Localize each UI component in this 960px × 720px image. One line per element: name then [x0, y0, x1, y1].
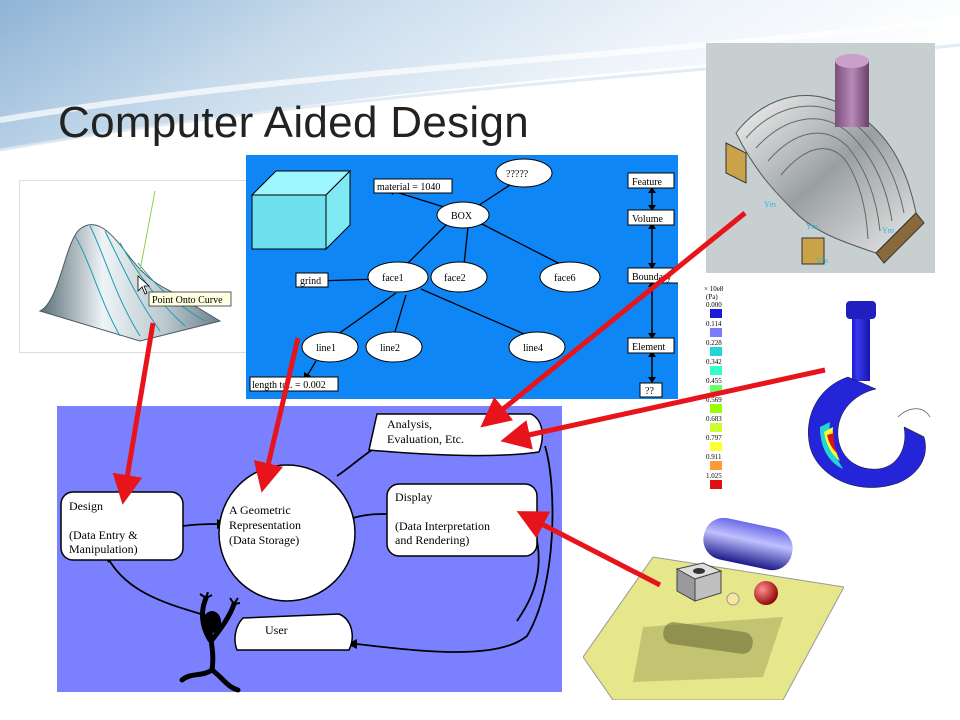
hook-fea-panel: × 10e8 (Pa) 0.000 0.114 0.228 0.342 0.455 0.5…	[698, 277, 934, 505]
scale-swatch	[710, 404, 722, 413]
scale-value: 0.342	[706, 358, 722, 366]
tooltip-text: Point Onto Curve	[152, 295, 223, 306]
svg-text:User: User	[265, 623, 288, 637]
mold-machining-panel: Ym Ym Ym Ym	[706, 43, 935, 273]
scale-swatch	[710, 480, 722, 489]
svg-text:line4: line4	[523, 343, 543, 354]
scale-value: 0.000	[706, 301, 722, 309]
scale-swatch	[710, 309, 722, 318]
node-line2: line2	[365, 331, 423, 363]
scale-value: 0.911	[706, 453, 722, 461]
svg-text:material = 1040: material = 1040	[377, 182, 440, 193]
svg-text:and Rendering): and Rendering)	[395, 533, 469, 547]
scale-value: 0.455	[706, 377, 722, 385]
svg-text:face2: face2	[444, 273, 466, 284]
design-box: Design (Data Entry & Manipulation)	[60, 491, 184, 561]
hierarchy-unknown: ??	[645, 386, 654, 397]
scale-header: × 10e8	[704, 285, 724, 293]
node-face2: face2	[430, 261, 488, 293]
hierarchy-volume: Volume	[632, 214, 663, 225]
node-face1: face1	[367, 261, 429, 293]
display-box: Display (Data Interpretation and Renderi…	[386, 483, 538, 557]
feature-tree-diagram: material = 1040 ????? BOX grind face1 fa…	[249, 158, 678, 398]
hierarchy-feature: Feature	[632, 177, 663, 188]
surface-model-image: Point Onto Curve	[38, 190, 232, 342]
feature-tree-panel: material = 1040 ????? BOX grind face1 fa…	[246, 155, 678, 399]
scale-value: 0.569	[706, 396, 722, 404]
svg-text:Analysis,: Analysis,	[387, 417, 432, 431]
node-line1: line1	[301, 331, 359, 363]
geometric-representation-circle: A Geometric Representation (Data Storage…	[218, 464, 356, 602]
svg-text:Manipulation): Manipulation)	[69, 542, 138, 556]
scale-unit: (Pa)	[706, 293, 718, 301]
node-grind: grind	[295, 272, 329, 288]
user-figure-icon	[179, 592, 241, 693]
svg-text:Design: Design	[69, 499, 103, 513]
svg-text:Evaluation, Etc.: Evaluation, Etc.	[387, 432, 464, 446]
user-box: User	[234, 613, 353, 651]
hierarchy-element: Element	[632, 342, 666, 353]
svg-text:(Data Interpretation: (Data Interpretation	[395, 519, 490, 533]
svg-text:grind: grind	[300, 276, 321, 287]
stress-color-scale: 0.000 0.114 0.228 0.342 0.455 0.569 0.683 0.797…	[706, 301, 722, 489]
axis-label: Ym	[882, 226, 895, 235]
scale-swatch	[710, 366, 722, 375]
rendered-scene-image	[583, 517, 844, 700]
node-unknown: ?????	[495, 158, 553, 188]
hierarchy-boundary: Boundary	[632, 272, 671, 283]
axis-label: Ym	[806, 222, 819, 231]
node-length: length tol. = 0.002	[249, 376, 339, 392]
slide-title: Computer Aided Design	[58, 98, 530, 147]
node-material: material = 1040	[373, 178, 453, 194]
scale-swatch	[710, 461, 722, 470]
cad-flow-diagram: Design (Data Entry & Manipulation) A Geo…	[60, 413, 554, 653]
svg-text:Representation: Representation	[229, 518, 301, 532]
mold-machining-image: Ym Ym Ym Ym	[706, 43, 935, 273]
scale-value: 1.025	[706, 472, 722, 480]
scale-value: 0.797	[706, 434, 722, 442]
box-3d-icon	[250, 169, 352, 251]
rendering-panel	[583, 507, 844, 700]
svg-text:(Data Entry &: (Data Entry &	[69, 528, 138, 542]
scale-swatch	[710, 347, 722, 356]
node-line4: line4	[508, 331, 566, 363]
axis-label: Ym	[764, 200, 777, 209]
scale-value: 0.683	[706, 415, 722, 423]
scale-value: 0.228	[706, 339, 722, 347]
svg-text:(Data Storage): (Data Storage)	[229, 533, 299, 547]
surface-model-panel: Point Onto Curve	[19, 180, 247, 353]
svg-text:?????: ?????	[506, 169, 529, 180]
scale-value: 0.114	[706, 320, 722, 328]
scale-swatch	[710, 328, 722, 337]
node-box: BOX	[436, 201, 490, 229]
scale-swatch	[710, 442, 722, 451]
svg-text:A Geometric: A Geometric	[229, 503, 291, 517]
svg-text:face6: face6	[554, 273, 576, 284]
analysis-box: Analysis, Evaluation, Etc.	[368, 413, 544, 457]
cad-flow-panel: Design (Data Entry & Manipulation) A Geo…	[57, 406, 562, 692]
svg-text:face1: face1	[382, 273, 404, 284]
svg-text:BOX: BOX	[451, 211, 473, 222]
svg-text:Display: Display	[395, 490, 432, 504]
hierarchy-column: Feature Volume Boundary Element ??	[627, 172, 678, 398]
scale-swatch	[710, 423, 722, 432]
svg-text:length tol. = 0.002: length tol. = 0.002	[252, 380, 326, 391]
svg-text:line2: line2	[380, 343, 400, 354]
scale-swatch	[710, 385, 722, 394]
axis-label: Ym	[816, 256, 829, 265]
node-face6: face6	[539, 261, 601, 293]
svg-text:line1: line1	[316, 343, 336, 354]
hook-fea-image: × 10e8 (Pa) 0.000 0.114 0.228 0.342 0.455 0.5…	[704, 285, 931, 489]
